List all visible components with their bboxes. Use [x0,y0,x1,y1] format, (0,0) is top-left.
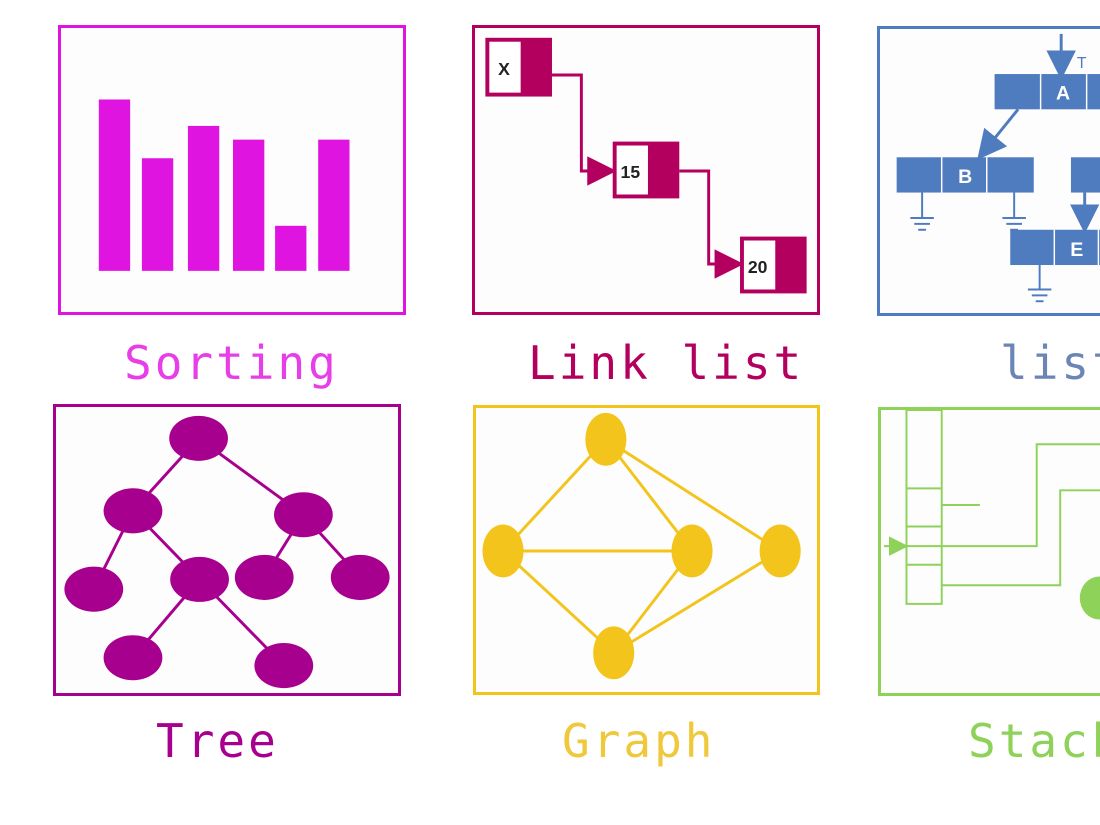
stack-node [1079,576,1100,620]
graph-diagram [482,412,801,680]
graph-node [482,524,524,578]
sort-bar [232,139,265,271]
graph-edge [612,549,781,655]
tree-node [103,635,163,681]
list-node-e: E [1010,229,1100,266]
stack-pointer [941,489,1100,587]
tree-node [234,554,294,600]
sorting-panel [58,25,406,315]
stack-pointer [941,443,1100,548]
linklist-diagram: X 15 20 [485,37,807,294]
linklist-node: 20 [740,236,807,294]
tree-node [330,554,390,600]
tree-node [274,492,333,538]
graph-node [671,524,713,578]
ground-symbol [1002,192,1026,231]
list-node-a: A [994,74,1100,110]
stack-diagram [883,410,1100,620]
linklist-pointer [551,73,617,186]
sorting-caption: Sorting [124,336,339,390]
list-panel: T A B E [877,26,1100,316]
graph-node [593,626,635,680]
list-node-b: B [896,157,1034,193]
ground-symbol [910,192,934,231]
list-top-label: T [1077,55,1087,72]
svg-text:15: 15 [621,162,641,182]
sort-bar [275,225,307,271]
graph-edge [605,438,781,553]
tree-node [170,556,229,602]
svg-text:A: A [1056,83,1070,105]
sorting-bars [98,99,350,271]
stack-caption: Stack [968,714,1100,768]
tree-caption: Tree [156,714,279,768]
stack-column [905,410,943,605]
list-node-partial [1070,157,1100,193]
graph-node [759,524,801,578]
ground-symbol [1027,265,1052,303]
graph-edge [502,549,615,654]
tree-node [103,488,163,534]
tree-node [254,643,314,689]
linklist-node: X [485,37,552,97]
sort-bar [318,139,350,271]
svg-text:20: 20 [748,257,768,277]
svg-text:E: E [1070,239,1083,261]
list-caption: list [1000,336,1100,390]
linklist-panel: X 15 20 [472,25,820,315]
tree-diagram [64,415,390,689]
list-diagram: T A B E [896,33,1100,303]
tree-node [169,415,228,461]
svg-text:X: X [498,59,510,79]
stack-panel [878,407,1100,696]
sort-bar [141,158,174,271]
list-pointer [977,108,1020,160]
graph-caption: Graph [562,714,716,768]
tree-node [64,566,124,612]
linklist-node: 15 [612,141,680,199]
sort-bar [187,125,220,271]
svg-text:B: B [958,166,972,188]
tree-panel [53,404,401,696]
graph-panel [473,405,820,695]
graph-edge [501,438,607,552]
linklist-caption: Link list [528,336,805,390]
graph-node [585,412,627,466]
sort-bar [98,99,131,271]
linklist-pointer [679,169,744,279]
